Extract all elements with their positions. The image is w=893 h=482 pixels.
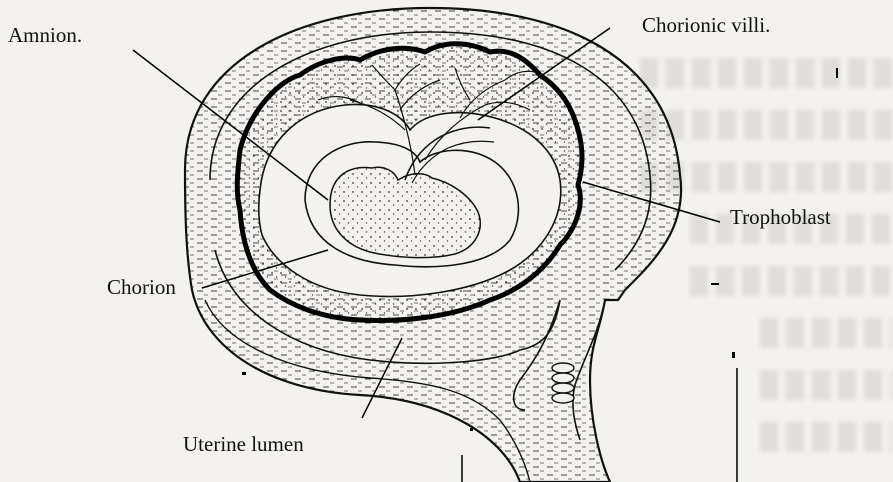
label-amnion: Amnion. [8, 25, 82, 46]
label-chorionic-villi: Chorionic villi. [642, 15, 770, 36]
label-trophoblast: Trophoblast [730, 207, 831, 228]
label-chorion: Chorion [107, 277, 176, 298]
label-uterine-lumen: Uterine lumen [183, 434, 304, 455]
